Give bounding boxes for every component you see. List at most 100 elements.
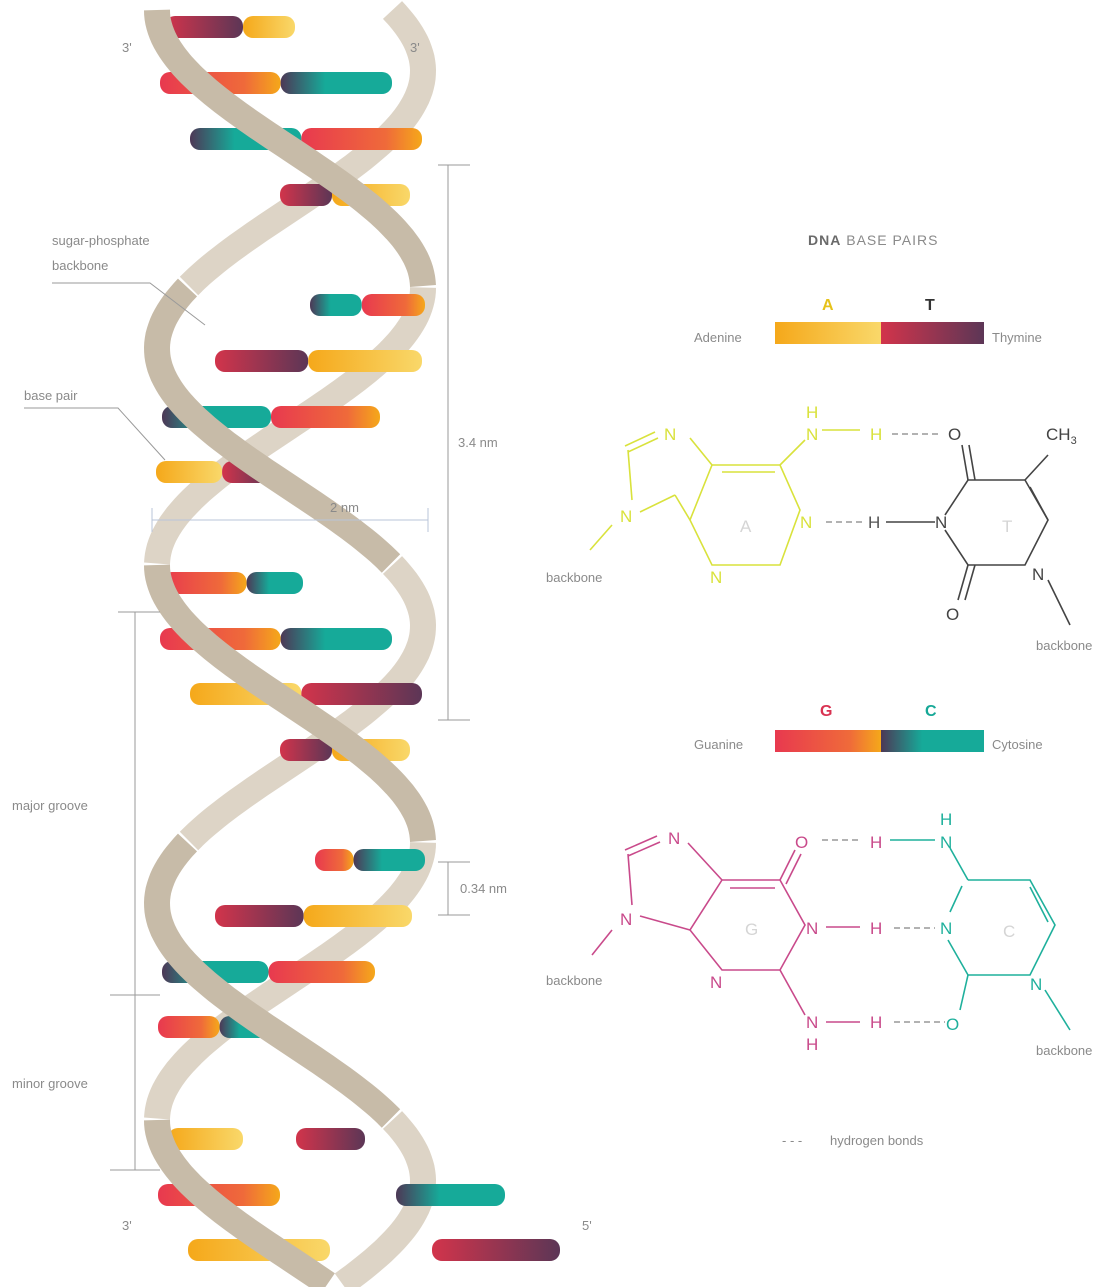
base-pair-label: base pair [24,388,78,403]
base-pair-rung [280,739,332,761]
dimension-2nm: 2 nm [151,500,429,532]
strand-end-bottom-left: 3' [122,1218,132,1233]
strand-end-top-right: 3' [410,40,420,55]
dimension-34nm: 3.4 nm [438,164,498,721]
cytosine-bar [881,730,984,752]
at-hbond-h: H [870,425,882,444]
at-n-left: N [620,507,632,526]
base-pair-rung [353,849,425,871]
base-pair-rung [361,294,425,316]
base-pair-rung [165,16,243,38]
base-pair-rung [246,572,303,594]
major-groove-label: major groove [12,798,88,813]
at-ring-label: A [740,517,752,536]
minor-groove-annotation: minor groove [12,995,160,1171]
guanine-letter: G [820,703,832,720]
adenine-label: Adenine [694,330,742,345]
base-pair-rung [296,1128,365,1150]
dimension-034nm: 0.34 nm [438,861,507,916]
base-pair-rung [162,572,247,594]
gc-h-mid: H [870,919,882,938]
hydrogen-bonds-label: hydrogen bonds [830,1133,924,1148]
strand-segment [143,833,401,1128]
dimension-2nm-label: 2 nm [330,500,359,515]
adenine-bar [775,322,881,344]
backbone-label-line2: backbone [52,258,108,273]
base-pair-rung [158,1016,220,1038]
at-n-bottom: N [710,568,722,587]
gc-bottom-nh-n: N [806,1013,818,1032]
at-t-o-top: O [948,425,961,444]
base-pair-rung [308,350,422,372]
legend-title: DNA BASE PAIRS [808,232,938,248]
thymine-bar [881,322,984,344]
thymine-label: Thymine [992,330,1042,345]
gc-nh-n: N [940,833,952,852]
guanine-bar [775,730,881,752]
base-pair-rung [301,683,422,705]
base-pair-rung [310,294,362,316]
at-nh-n: N [806,425,818,444]
base-pair-rung [301,128,422,150]
gc-o-top: O [795,833,808,852]
dimension-34nm-label: 3.4 nm [458,435,498,450]
gc-c-ring-label: C [1003,922,1015,941]
gc-c-n-bottom: N [1030,975,1042,994]
base-pair-rung [215,905,304,927]
strand-segment [144,564,436,842]
gc-n-bottom: N [710,973,722,992]
at-t-ring-label: T [1002,517,1012,536]
at-t-o-bottom: O [946,605,959,624]
cytosine-label: Cytosine [992,737,1043,752]
base-pair-annotation: base pair [24,388,166,461]
gc-backbone-c: backbone [1036,1043,1092,1058]
adenine-letter: A [822,297,834,314]
base-pair-rung [315,849,354,871]
gc-backbone-g: backbone [546,973,602,988]
gc-n-left: N [620,910,632,929]
at-h-mid: H [868,513,880,532]
adenine-thymine-structure: N N N N A H N H H O CH3 N T N O backbone… [546,403,1092,653]
gc-n-right: N [806,919,818,938]
base-pair-rung [271,406,380,428]
major-groove-annotation: major groove [12,611,160,996]
base-pair-rung [303,905,412,927]
dimension-034nm-label: 0.34 nm [460,881,507,896]
strand-segment [144,1119,335,1287]
at-t-ch3: CH3 [1046,425,1077,447]
base-pairs-legend: DNA BASE PAIRS A T Adenine Thymine G C G… [694,232,1043,1148]
base-pair-rung [396,1184,505,1206]
backbone-label-line1: sugar-phosphate [52,233,150,248]
strand-segment [143,278,401,573]
at-t-n-left: N [935,513,947,532]
gc-h-top: H [870,833,882,852]
base-pair-rung [280,184,332,206]
base-pair-rung [215,350,309,372]
strand-end-bottom-right: 5' [582,1218,592,1233]
gc-bottom-h-sub: H [806,1035,818,1054]
front-strand [143,9,436,1287]
base-pair-rung [268,961,375,983]
strand-end-top-left: 3' [122,40,132,55]
guanine-label: Guanine [694,737,743,752]
gc-bottom-h: H [870,1013,882,1032]
backbone-annotation: sugar-phosphate backbone [52,233,206,326]
thymine-letter: T [925,297,935,314]
gc-n-top: N [668,829,680,848]
cytosine-letter: C [925,703,937,720]
at-n-right: N [800,513,812,532]
gc-o-bottom: O [946,1015,959,1034]
base-pair-rung [156,461,223,483]
base-pair-rung [168,1128,243,1150]
at-nh-h: H [806,403,818,422]
at-backbone-t: backbone [1036,638,1092,653]
strand-segment [144,9,436,287]
at-n-top: N [664,425,676,444]
gc-ring-label: G [745,920,758,939]
at-t-n-bottom: N [1032,565,1044,584]
guanine-cytosine-structure: N N N O H N G H H N N H H O N C N backbo… [546,810,1092,1058]
at-backbone-a: backbone [546,570,602,585]
gc-nh-h: H [940,810,952,829]
base-pair-rung [280,72,392,94]
